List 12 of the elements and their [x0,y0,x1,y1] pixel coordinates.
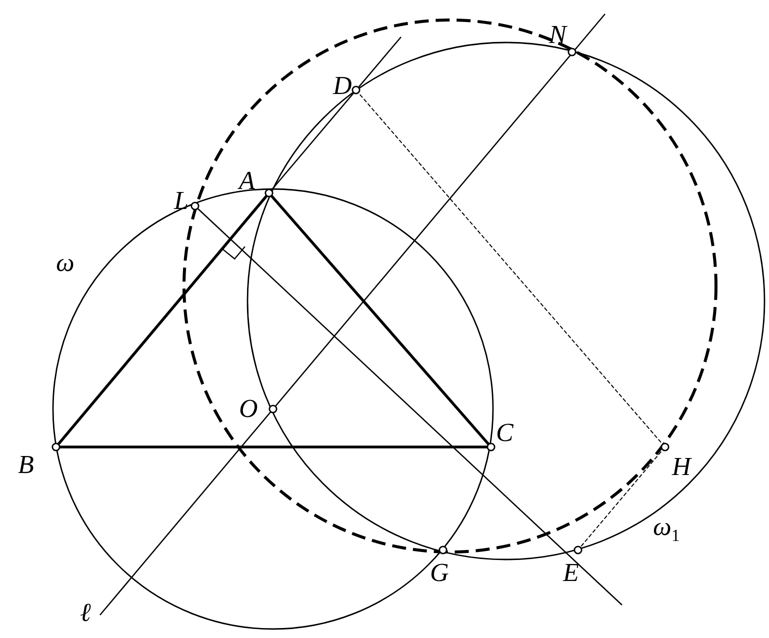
point-label: N [549,22,566,48]
point-label: H [672,454,691,480]
point-label: C [496,420,514,446]
circle-label: ω$_{1}$ [653,514,680,544]
point-label: O [239,396,258,422]
circle-label: ω [56,250,74,276]
point-label: G [430,560,449,586]
point-label: E [563,560,579,586]
point-label: A [239,168,255,194]
point-label: D [333,73,352,99]
line-label: ℓ [80,600,91,626]
point-label: B [18,452,34,478]
